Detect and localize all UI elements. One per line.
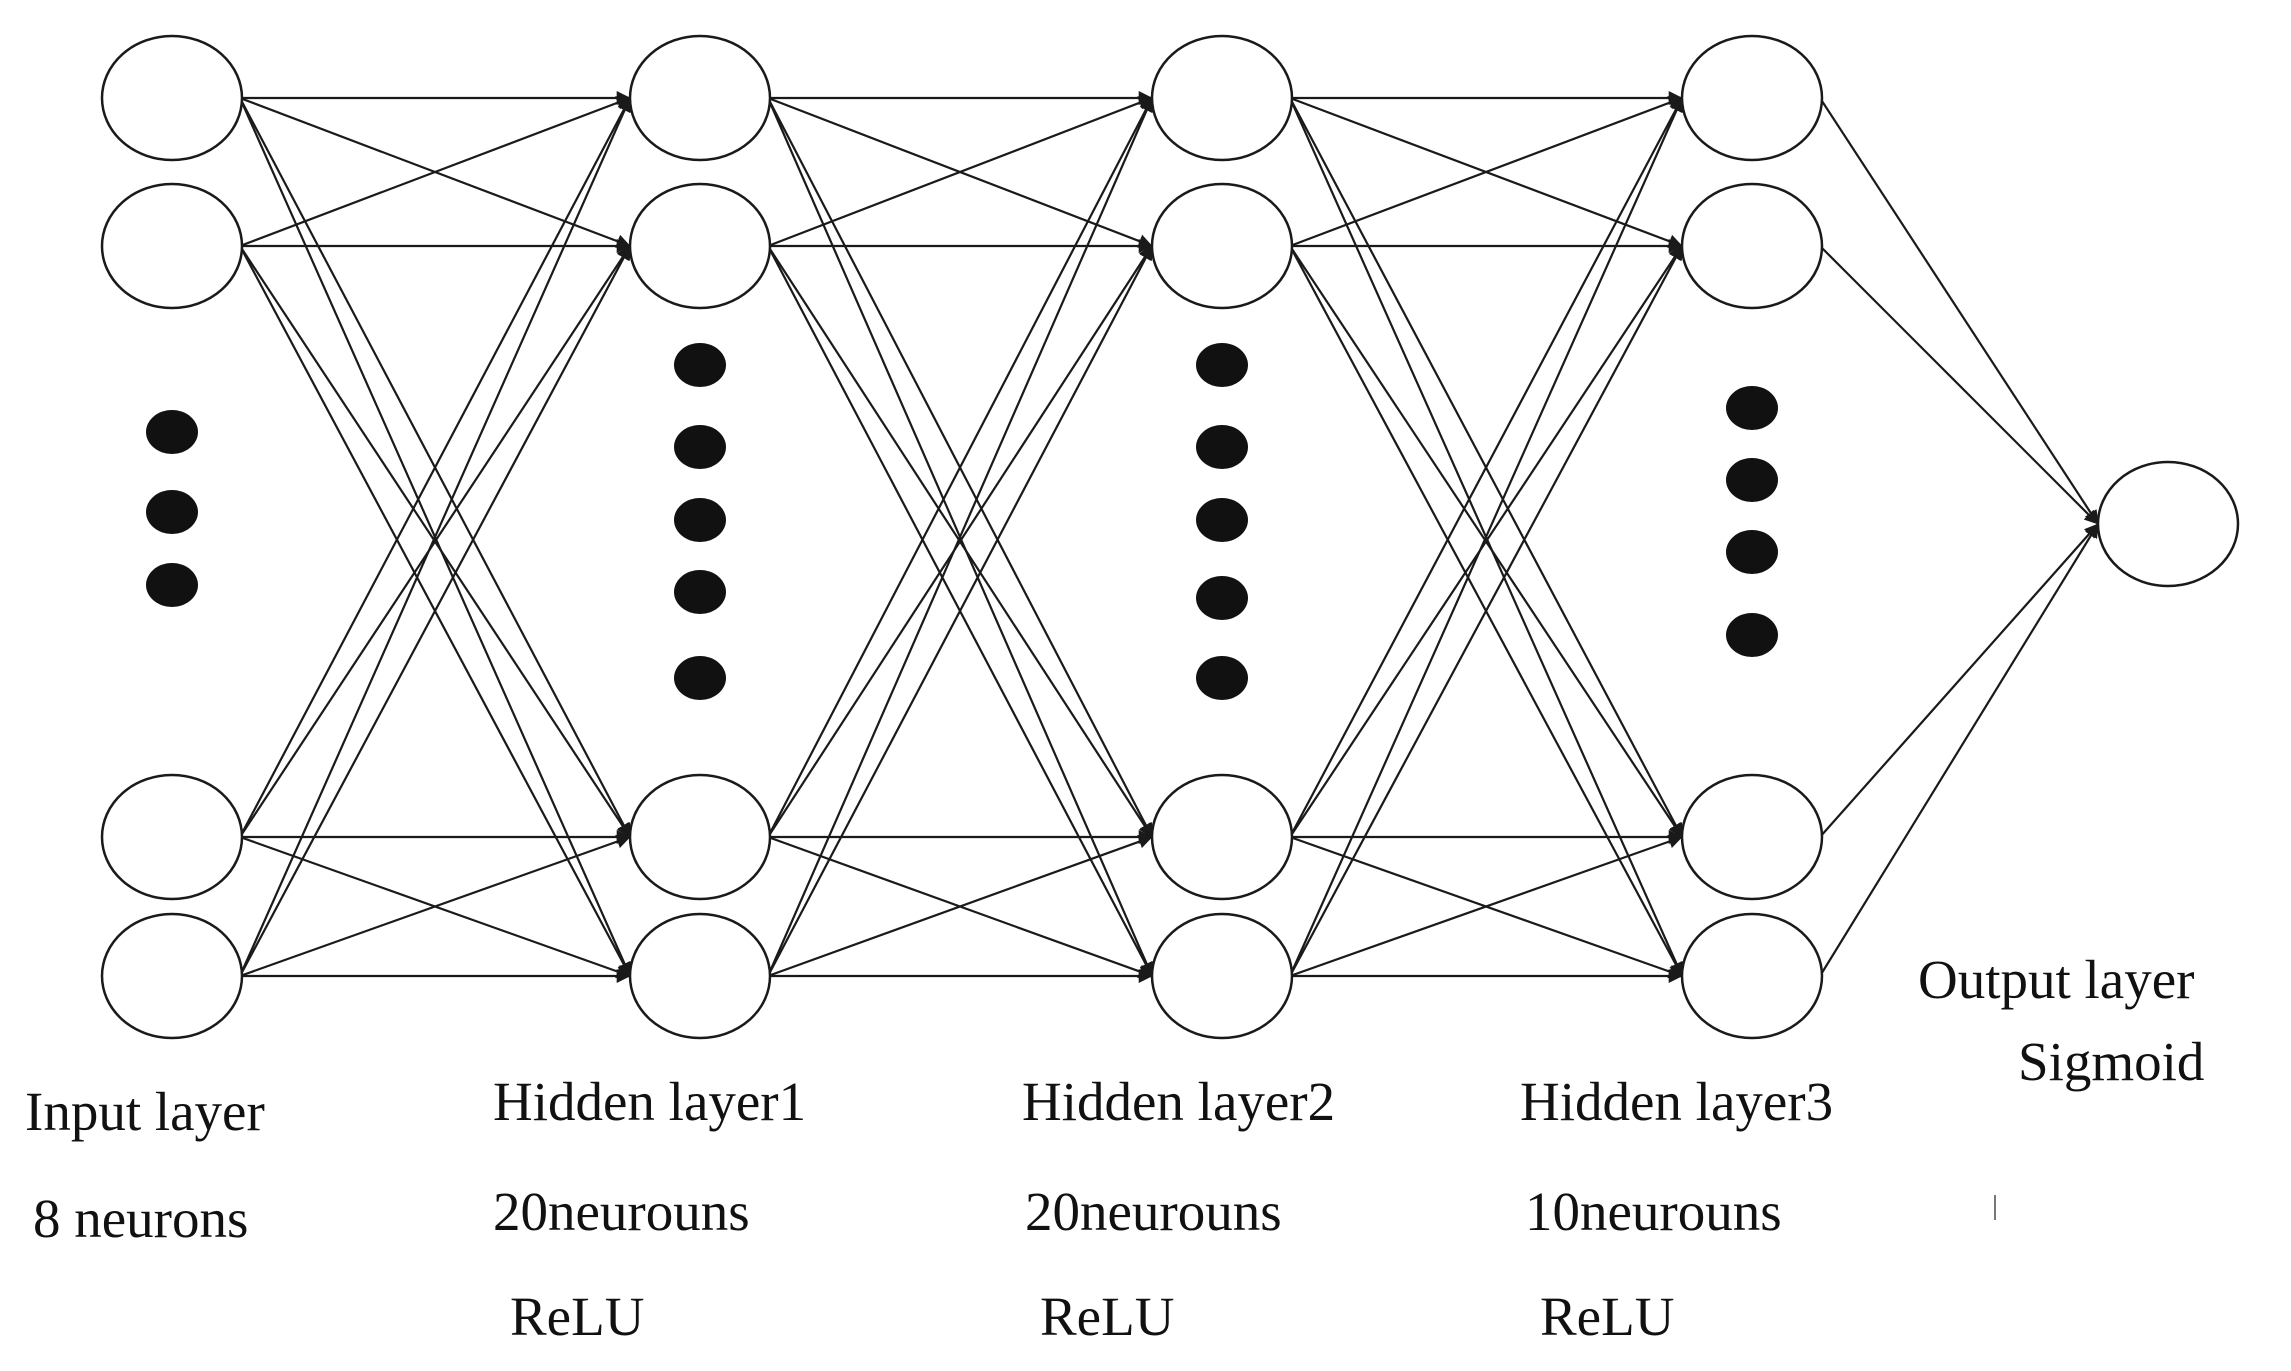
hidden1-ellipsis-dot-1 <box>674 343 726 387</box>
hidden-layer1-label: Hidden layer1 20neurouns ReLU <box>493 1071 806 1347</box>
connection-hidden1-4-to-hidden2-1 <box>766 97 1154 977</box>
connection-hidden3-3-to-output-1 <box>1819 523 2099 838</box>
output-neuron-1 <box>2096 460 2240 588</box>
hidden2-neuron-1 <box>1150 34 1294 162</box>
input-ellipsis-dot-1 <box>146 410 198 454</box>
connection-input-4-to-hidden1-3 <box>239 834 631 978</box>
connection-hidden2-3-to-hidden3-2 <box>1289 245 1683 838</box>
input-ellipsis-dot-3 <box>146 563 198 607</box>
input-neuron-3 <box>100 773 244 901</box>
connection-input-4-to-hidden1-2 <box>239 245 631 977</box>
hidden2-ellipsis-dot-4 <box>1196 576 1248 620</box>
connection-hidden2-4-to-hidden3-1 <box>1288 97 1684 977</box>
hidden3-ellipsis-dot-4 <box>1726 613 1778 657</box>
hidden-layer2-activation: ReLU <box>1040 1286 1174 1347</box>
connection-hidden1-4-to-hidden2-2 <box>767 245 1153 977</box>
connection-hidden3-2-to-output-1 <box>1819 245 2099 525</box>
connection-hidden3-1-to-output-1 <box>1819 97 2099 525</box>
connection-input-4-to-hidden1-1 <box>238 97 632 977</box>
hidden1-neuron-4 <box>628 912 772 1040</box>
input-layer-label: Input layer 8 neurons <box>25 1081 265 1249</box>
hidden3-neuron-4 <box>1680 912 1824 1040</box>
hidden1-ellipsis-dot-2 <box>674 425 726 469</box>
output-layer-label: Output layer Sigmoid <box>1918 949 2204 1092</box>
hidden2-ellipsis-dot-1 <box>1196 343 1248 387</box>
input-layer-count: 8 neurons <box>33 1188 248 1249</box>
hidden1-neuron-3 <box>628 773 772 901</box>
hidden2-ellipsis-dot-2 <box>1196 425 1248 469</box>
hidden3-ellipsis-dot-1 <box>1726 386 1778 430</box>
hidden-layer1-title: Hidden layer1 <box>493 1071 806 1132</box>
hidden3-neuron-1 <box>1680 34 1824 162</box>
connection-hidden1-4-to-hidden2-3 <box>767 834 1153 978</box>
hidden-layer3-activation: ReLU <box>1540 1286 1674 1347</box>
hidden2-ellipsis-dot-5 <box>1196 656 1248 700</box>
output-layer-activation: Sigmoid <box>2018 1031 2204 1092</box>
hidden-layer3-label: Hidden layer3 10neurouns ReLU <box>1520 1071 1833 1347</box>
connection-input-3-to-hidden1-1 <box>239 97 631 838</box>
hidden2-neuron-3 <box>1150 773 1294 901</box>
hidden1-ellipsis-dot-3 <box>674 498 726 542</box>
hidden1-ellipsis-dot-4 <box>674 570 726 614</box>
hidden-layer2-count: 20neurouns <box>1025 1181 1282 1242</box>
connections <box>238 91 2099 983</box>
hidden-layer1-activation: ReLU <box>510 1286 644 1347</box>
hidden2-neuron-2 <box>1150 182 1294 310</box>
hidden2-ellipsis-dot-3 <box>1196 498 1248 542</box>
hidden-layer2-title: Hidden layer2 <box>1022 1071 1335 1132</box>
hidden1-ellipsis-dot-5 <box>674 656 726 700</box>
hidden3-neuron-3 <box>1680 773 1824 901</box>
input-ellipsis-dot-2 <box>146 490 198 534</box>
connection-hidden1-3-to-hidden2-2 <box>767 245 1153 838</box>
connection-hidden2-3-to-hidden3-1 <box>1289 97 1683 838</box>
input-layer-title: Input layer <box>25 1081 265 1142</box>
hidden3-ellipsis-dot-3 <box>1726 530 1778 574</box>
output-layer-title: Output layer <box>1918 949 2194 1010</box>
input-neuron-1 <box>100 34 244 162</box>
input-neuron-4 <box>100 912 244 1040</box>
connection-hidden3-4-to-output-1 <box>1819 523 2099 977</box>
hidden1-neuron-2 <box>628 182 772 310</box>
connection-input-3-to-hidden1-2 <box>239 245 631 838</box>
connection-hidden1-3-to-hidden2-1 <box>767 97 1153 838</box>
input-neuron-2 <box>100 182 244 310</box>
hidden-layer3-count: 10neurouns <box>1525 1181 1782 1242</box>
connection-hidden2-2-to-hidden3-1 <box>1289 96 1683 248</box>
hidden2-neuron-4 <box>1150 912 1294 1040</box>
connection-hidden1-2-to-hidden2-1 <box>767 96 1153 248</box>
neurons <box>100 34 2240 1040</box>
hidden3-neuron-2 <box>1680 182 1824 310</box>
hidden1-neuron-1 <box>628 34 772 162</box>
hidden3-ellipsis-dot-2 <box>1726 458 1778 502</box>
hidden-layer3-title: Hidden layer3 <box>1520 1071 1833 1132</box>
hidden-layer2-label: Hidden layer2 20neurouns ReLU <box>1022 1071 1335 1347</box>
hidden-layer1-count: 20neurouns <box>493 1181 750 1242</box>
connection-hidden2-4-to-hidden3-3 <box>1289 834 1683 978</box>
ellipsis-dots <box>146 343 1778 700</box>
connection-hidden2-4-to-hidden3-2 <box>1289 245 1683 977</box>
connection-input-2-to-hidden1-1 <box>239 96 631 248</box>
